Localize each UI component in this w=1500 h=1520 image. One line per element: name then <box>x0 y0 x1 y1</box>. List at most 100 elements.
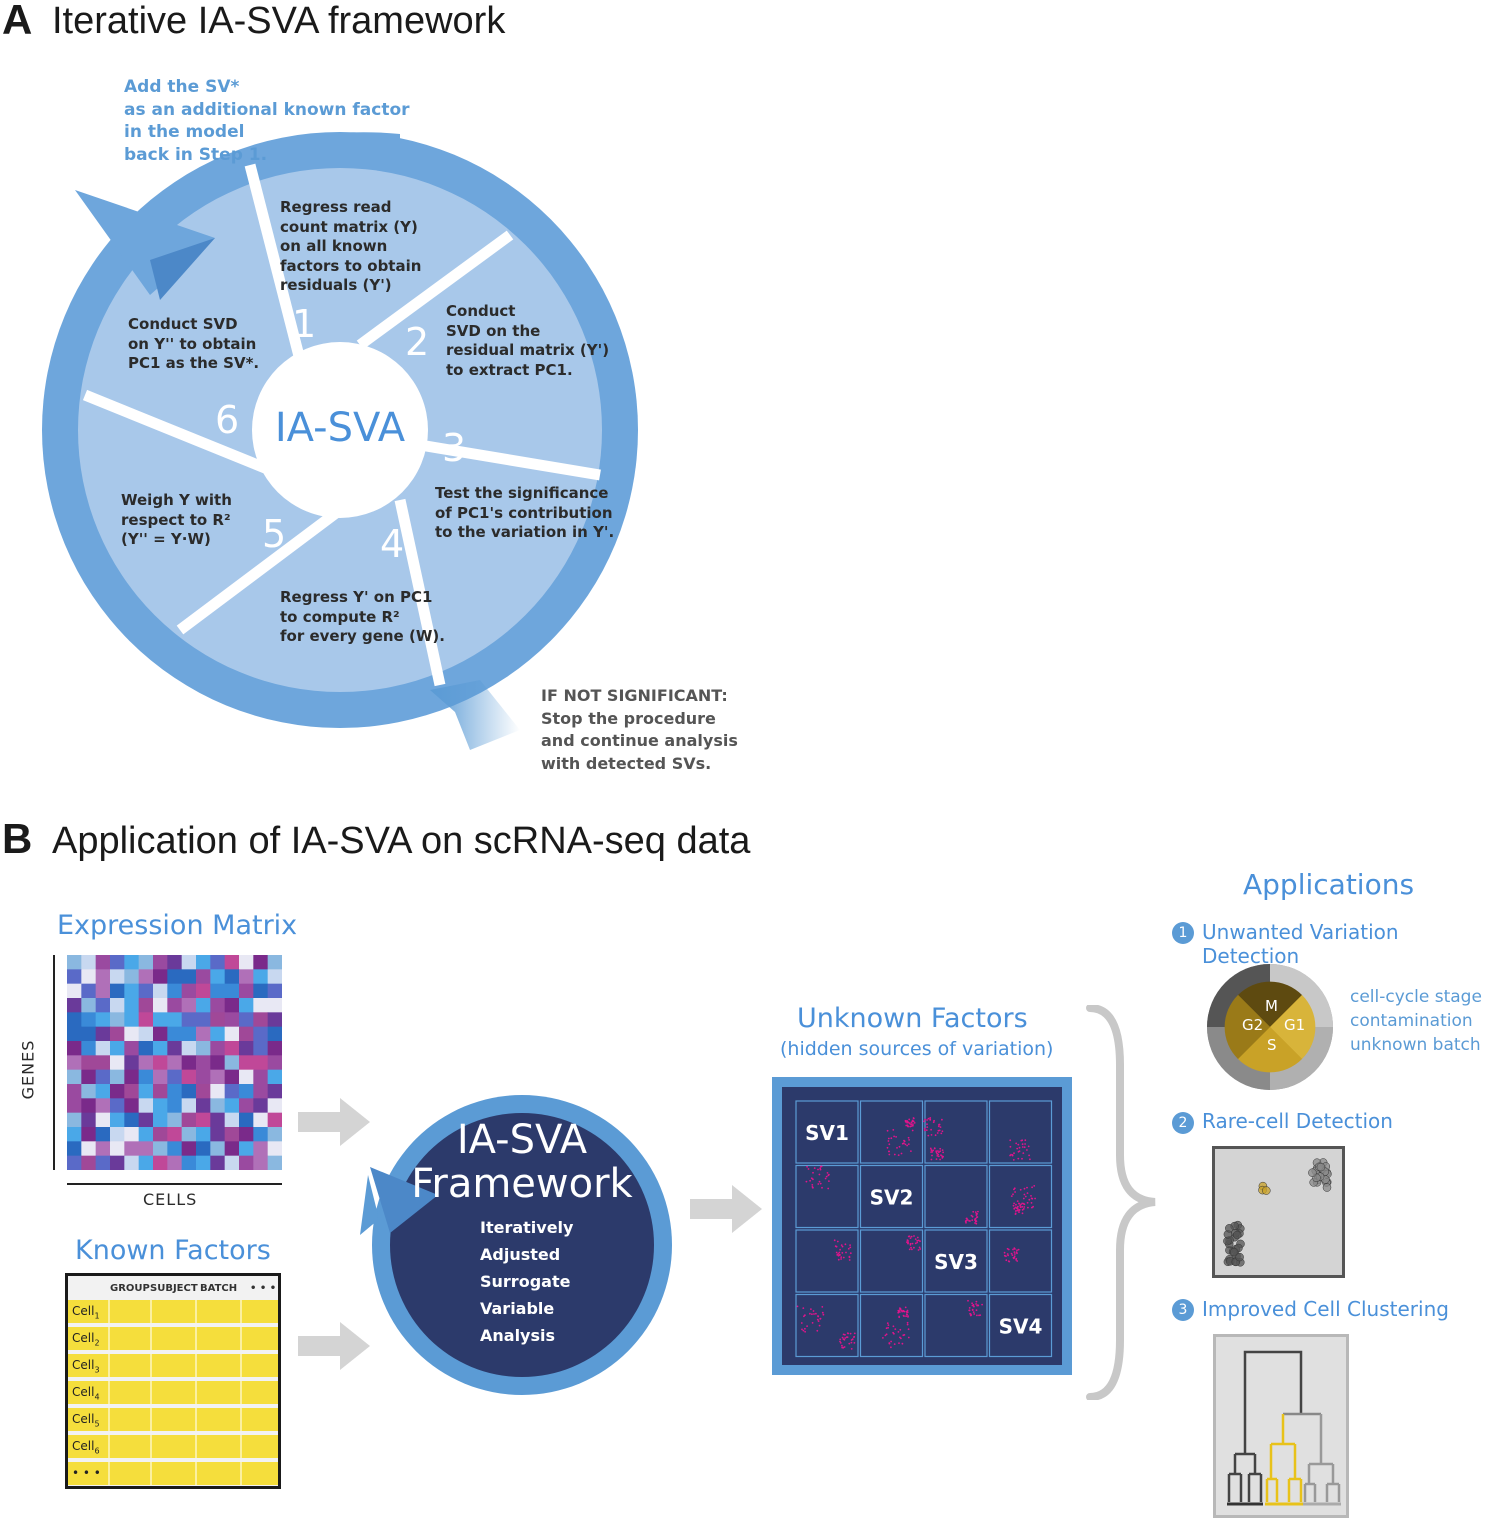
heatmap-cell <box>181 983 197 999</box>
heatmap-cell <box>153 1012 168 1028</box>
heatmap-cell <box>181 955 197 970</box>
heatmap-cell <box>253 1069 269 1085</box>
app-3-label: Improved Cell Clustering <box>1202 1297 1449 1321</box>
heatmap-cell <box>153 1084 168 1099</box>
kf-row: Cell3 <box>68 1354 278 1377</box>
sv-panel <box>795 1293 859 1358</box>
unknown-factors-subtitle: (hidden sources of variation) <box>780 1038 1054 1060</box>
heatmap-cell <box>81 983 97 999</box>
sv-panel <box>859 1293 924 1358</box>
step-3-text: Test the significance of PC1's contribut… <box>435 484 615 541</box>
kf-row-label: Cell2 <box>72 1331 100 1348</box>
heatmap-cell <box>181 1098 197 1114</box>
heatmap-cell <box>95 1098 111 1114</box>
heatmap-cell <box>110 1084 125 1099</box>
heatmap-cell <box>95 969 111 985</box>
heatmap-cell <box>267 1069 282 1085</box>
heatmap-cell <box>224 1141 240 1157</box>
heatmap-cell <box>181 1084 197 1099</box>
heatmap-cell <box>95 1127 111 1142</box>
sv-panel <box>924 1293 988 1358</box>
heatmap-cell <box>95 983 111 999</box>
heatmap-cell <box>239 1155 254 1170</box>
heatmap-cell <box>95 1041 111 1056</box>
cells-axis-line <box>67 1183 282 1185</box>
heatmap-cell <box>210 1127 226 1142</box>
heatmap-cell <box>153 1127 168 1142</box>
step-4-number: 4 <box>380 522 405 566</box>
heatmap-cell <box>153 1069 168 1085</box>
heatmap-cell <box>95 1084 111 1099</box>
heatmap-cell <box>267 1141 282 1157</box>
heatmap-cell <box>210 1055 226 1071</box>
step-6-number: 6 <box>215 398 240 442</box>
heatmap-cell <box>253 1141 269 1157</box>
center-label: IA-SVA <box>274 405 406 451</box>
kf-row-label: Cell4 <box>72 1385 100 1402</box>
heatmap-cell <box>196 969 211 985</box>
heatmap-cell <box>110 1026 125 1042</box>
heatmap-cell <box>167 1041 183 1056</box>
heatmap-cell <box>67 1069 82 1085</box>
heatmap-cell <box>95 1026 111 1042</box>
kf-row: Cell6 <box>68 1435 278 1458</box>
app-2-badge: 2 <box>1172 1112 1194 1134</box>
heatmap-cell <box>253 1098 269 1114</box>
heatmap-cell <box>124 955 140 970</box>
heatmap-cell <box>124 1155 140 1170</box>
heatmap-cell <box>110 1155 125 1170</box>
sv-label: SV3 <box>934 1250 978 1274</box>
heatmap-cell <box>95 1012 111 1028</box>
heatmap-cell <box>81 1084 97 1099</box>
heatmap-cell <box>267 1112 282 1128</box>
heatmap-cell <box>67 1026 82 1042</box>
heatmap-cell <box>110 998 125 1013</box>
heatmap-cell <box>95 998 111 1013</box>
heatmap-cell <box>181 1112 197 1128</box>
heatmap-cell <box>67 1055 82 1071</box>
heatmap-cell <box>210 1084 226 1099</box>
heatmap-cell <box>239 1112 254 1128</box>
heatmap-cell <box>67 969 82 985</box>
heatmap-cell <box>167 1055 183 1071</box>
heatmap-cell <box>138 1041 154 1056</box>
heatmap-cell <box>110 1041 125 1056</box>
heatmap-cell <box>167 983 183 999</box>
heatmap-cell <box>239 1098 254 1114</box>
heatmap-cell <box>210 983 226 999</box>
step-4-text: Regress Y' on PC1 to compute R² for ever… <box>280 588 445 645</box>
heatmap-cell <box>167 1026 183 1042</box>
heatmap-cell <box>167 1141 183 1157</box>
panel-b-letter: B <box>2 815 33 862</box>
heatmap-cell <box>224 1069 240 1085</box>
heatmap-cell <box>124 969 140 985</box>
heatmap-cell <box>110 1055 125 1071</box>
heatmap-cell <box>138 1141 154 1157</box>
phase-m: M <box>1265 997 1278 1015</box>
heatmap-cell <box>81 1098 97 1114</box>
heatmap-cell <box>181 1141 197 1157</box>
heatmap-cell <box>124 1041 140 1056</box>
sv-panel <box>795 1164 859 1229</box>
panel-b-title: Application of IA-SVA on scRNA-seq data <box>52 820 751 862</box>
heatmap-cell <box>267 998 282 1013</box>
heatmap-cell <box>67 1112 82 1128</box>
heatmap-cell <box>167 1084 183 1099</box>
heatmap-cell <box>153 1098 168 1114</box>
heatmap-cell <box>253 998 269 1013</box>
heatmap-cell <box>224 983 240 999</box>
heatmap-cell <box>253 1112 269 1128</box>
phase-g1: G1 <box>1284 1016 1306 1034</box>
kf-row-label: • • • <box>72 1466 101 1480</box>
expression-matrix-title: Expression Matrix <box>57 910 298 941</box>
heatmap-cell <box>239 998 254 1013</box>
kf-row: • • • <box>68 1462 278 1485</box>
heatmap-cell <box>110 1069 125 1085</box>
heatmap-cell <box>81 1127 97 1142</box>
heatmap-cell <box>224 1012 240 1028</box>
kf-row-label: Cell3 <box>72 1358 100 1375</box>
heatmap-cell <box>181 1026 197 1042</box>
heatmap-cell <box>81 1012 97 1028</box>
heatmap-cell <box>239 1041 254 1056</box>
